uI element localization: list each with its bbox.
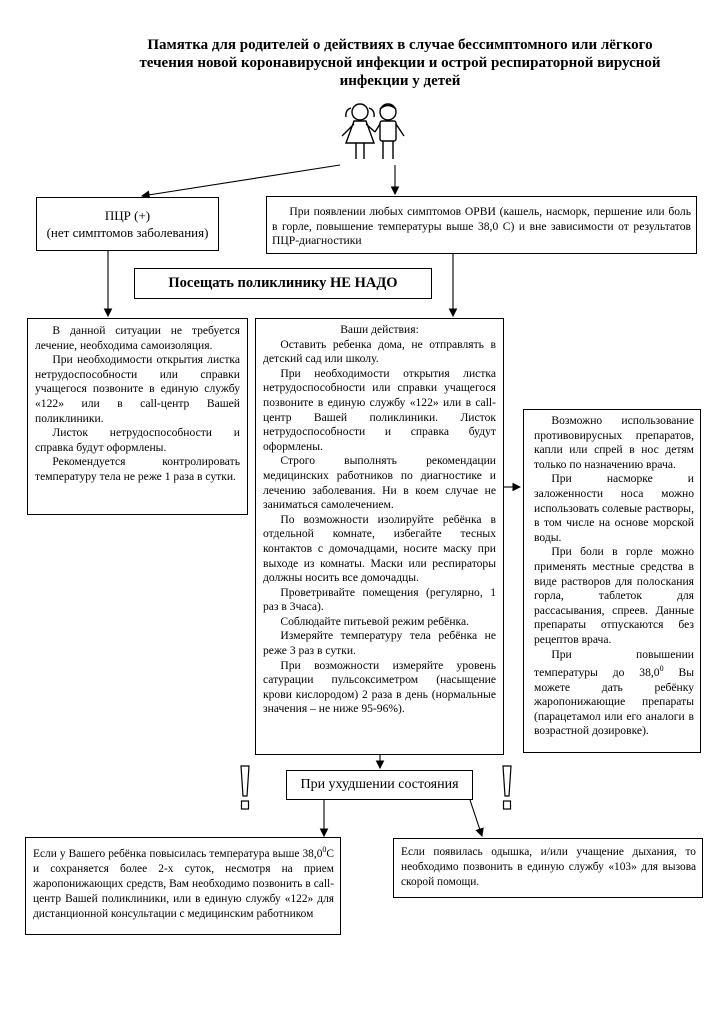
page-title: Памятка для родителей о действиях в случ… bbox=[139, 37, 661, 89]
worsening-box: При ухудшении состояния bbox=[286, 770, 473, 800]
worsening-text: При ухудшении состояния bbox=[300, 777, 459, 792]
paragraph: При повышении температуры до 38,00 Вы мо… bbox=[534, 647, 694, 738]
paragraph: Оставить ребенка дома, не отправлять в д… bbox=[263, 337, 496, 366]
medication-advice-box: Возможно использование противовирусных п… bbox=[523, 409, 701, 753]
asymptomatic-advice-box: В данной ситуации не требуется лечение, … bbox=[27, 318, 248, 515]
fever-advice-box: Если у Вашего ребёнка повысилась темпера… bbox=[25, 837, 341, 935]
exclamation-icon bbox=[240, 765, 250, 810]
pcr-note: (нет симптомов заболевания) bbox=[46, 225, 209, 240]
paragraph: При насморке и заложенности носа можно и… bbox=[534, 472, 694, 544]
paragraph: Измеряйте температуру тела ребёнка не ре… bbox=[263, 629, 496, 658]
symptoms-text: При появлении любых симптомов ОРВИ (каше… bbox=[272, 205, 691, 248]
paragraph: При необходимости открытия листка нетруд… bbox=[35, 353, 240, 425]
paragraph: При боли в горле можно применять местные… bbox=[534, 545, 694, 646]
paragraph: Возможно использование противовирусных п… bbox=[534, 414, 694, 471]
paragraph: По возможности изолируйте ребёнка в отде… bbox=[263, 512, 496, 585]
pcr-positive-box: ПЦР (+) (нет симптомов заболевания) bbox=[36, 197, 219, 251]
paragraph: При необходимости открытия листка нетруд… bbox=[263, 366, 496, 453]
paragraph: Соблюдайте питьевой режим ребёнка. bbox=[280, 614, 470, 628]
your-actions-box: Ваши действия: Оставить ребенка дома, не… bbox=[255, 318, 504, 755]
actions-heading: Ваши действия: bbox=[340, 323, 419, 336]
paragraph: Листок нетрудоспособности и справка буду… bbox=[35, 426, 240, 454]
no-clinic-text: Посещать поликлинику НЕ НАДО bbox=[168, 275, 398, 291]
no-clinic-box: Посещать поликлинику НЕ НАДО bbox=[134, 268, 432, 299]
emergency-advice-box: Если появилась одышка, и/или учащение ды… bbox=[393, 838, 703, 898]
paragraph: Строго выполнять рекомендации медицински… bbox=[263, 454, 496, 512]
emergency-text: Если появилась одышка, и/или учащение ды… bbox=[401, 846, 696, 888]
paragraph: В данной ситуации не требуется лечение, … bbox=[35, 324, 240, 352]
paragraph: Проветривайте помещения (регулярно, 1 ра… bbox=[263, 585, 496, 614]
symptoms-box: При появлении любых симптомов ОРВИ (каше… bbox=[266, 196, 697, 254]
pcr-status: ПЦР (+) bbox=[104, 208, 151, 223]
paragraph: При возможности измеряйте уровень сатура… bbox=[263, 658, 496, 716]
paragraph: Рекомендуется контролировать температуру… bbox=[35, 455, 240, 483]
exclamation-icon bbox=[502, 765, 512, 810]
children-icon bbox=[341, 103, 405, 159]
